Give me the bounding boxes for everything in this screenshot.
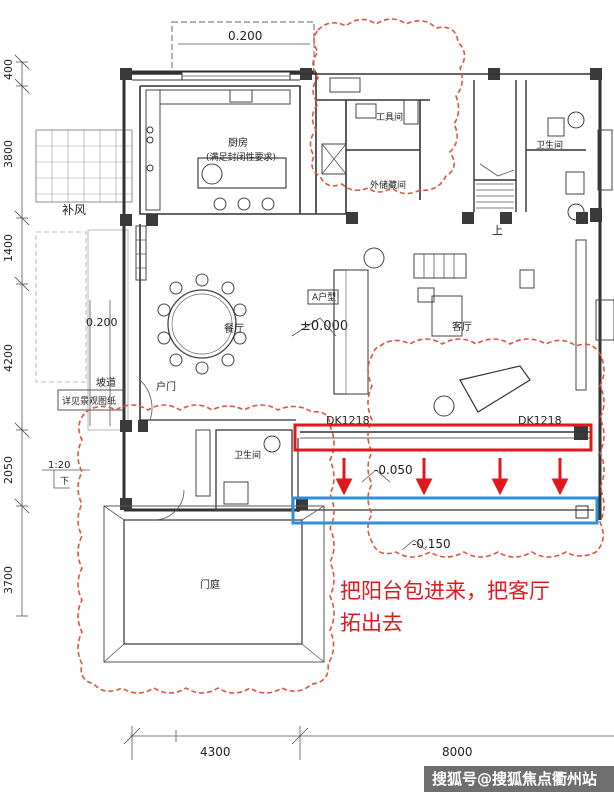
kitchen-note: (满足封闭性要求) [206, 151, 276, 163]
storage-label: 外储藏间 [370, 179, 406, 191]
annotation-line-2: 拓出去 [340, 611, 403, 635]
push-out-arrows [335, 458, 569, 496]
garden-label: 门庭 [200, 578, 220, 591]
ramp-label: 坡道 [96, 376, 116, 389]
left-terrace: 补风 0.200 [35, 129, 133, 431]
dim-bottom-1: 4300 [200, 745, 231, 759]
dim-left-4: 4200 [2, 344, 15, 372]
dim-left-5: 2050 [2, 456, 15, 484]
annotation-line-1: 把阳台包进来，把客厅 [340, 579, 550, 603]
fill-wind-label: 补风 [62, 203, 86, 217]
door-label: 户门 [156, 380, 176, 393]
bath-top-label: 卫生间 [536, 139, 563, 151]
dim-left-6: 3700 [2, 566, 15, 594]
elevation-main: ±0.000 [300, 319, 348, 334]
original-balcony-box [293, 423, 593, 452]
watermark: 搜狐号@搜狐焦点衢州站 [432, 770, 597, 788]
dim-left-3: 1400 [2, 234, 15, 262]
dim-left-1: 400 [2, 59, 15, 80]
elevation-outside: -0.150 [412, 537, 451, 551]
bath-bottom-label: 卫生间 [234, 449, 261, 461]
kitchen-label: 厨房 [228, 136, 248, 149]
watermark-bg [424, 766, 614, 792]
stair-up-label: 上 [492, 224, 503, 237]
new-line-box [291, 496, 599, 525]
tool-room-label: 工具间 [376, 111, 403, 123]
a-entry-label: A户型 [312, 291, 336, 303]
dining-label: 餐厅 [224, 322, 244, 335]
dim-left-2: 3800 [2, 140, 15, 168]
bottom-dimension-chain: 4300 8000 [123, 726, 614, 760]
top-roof-outline: 0.200 [171, 21, 315, 75]
revision-clouds [77, 18, 605, 694]
living-label: 客厅 [452, 320, 472, 333]
dim-top: 0.200 [228, 29, 262, 43]
slope-dir: 下 [60, 477, 69, 487]
slope-label: 1:20 [48, 460, 70, 471]
ramp-note: 详见景观图纸 [62, 395, 116, 407]
elevation-balcony: -0.050 [374, 463, 413, 477]
left-dimension-chain: 400 3800 1400 4200 2050 3700 [2, 54, 30, 617]
dim-top-left: 0.200 [86, 316, 118, 329]
dim-bottom-2: 8000 [442, 745, 473, 759]
